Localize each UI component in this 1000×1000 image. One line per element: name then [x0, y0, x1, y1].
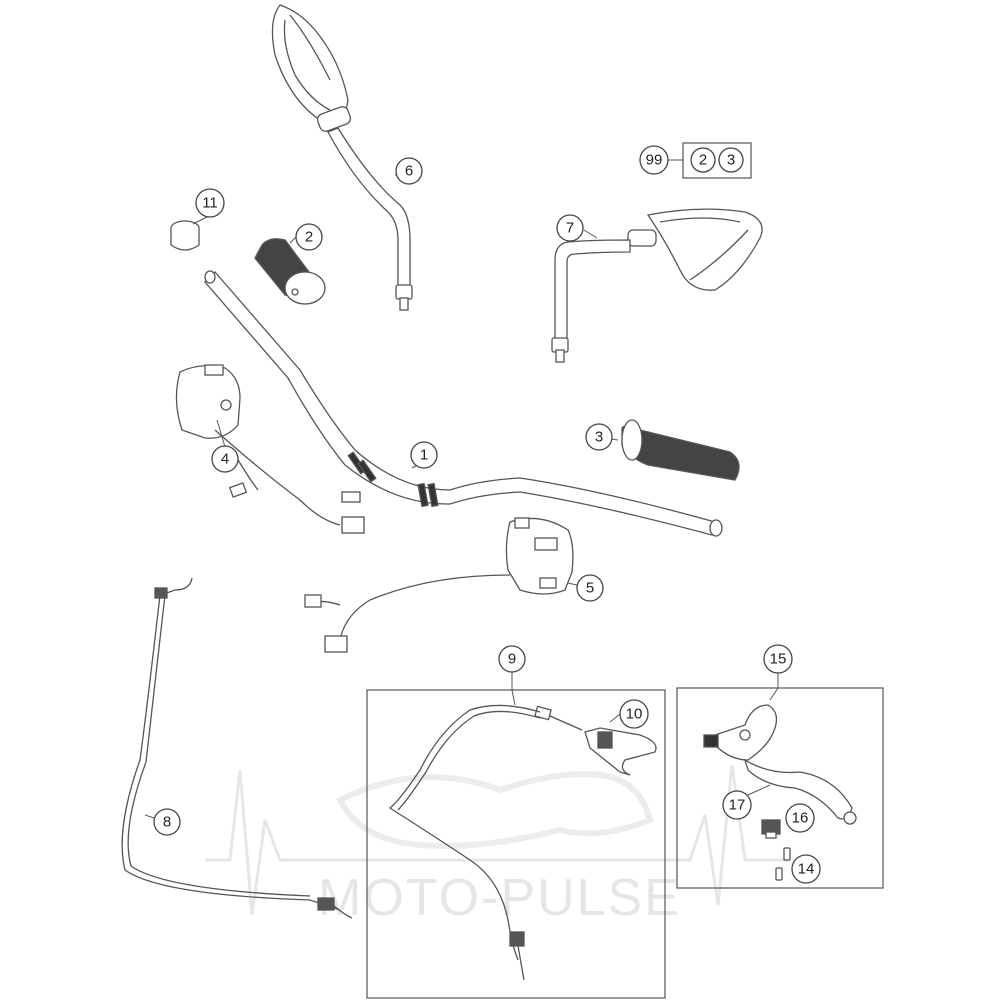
- callout-7: 7: [556, 214, 584, 242]
- callout-9: 9: [498, 645, 526, 673]
- callout-label-14: 14: [798, 861, 815, 878]
- part-grip-right: [621, 419, 740, 481]
- callout-label-5: 5: [586, 580, 594, 597]
- callout-14: 14: [791, 854, 821, 884]
- callout-label-2: 2: [305, 229, 313, 246]
- callout-8: 8: [153, 808, 181, 836]
- callout-4: 4: [211, 445, 239, 473]
- part-throttle-cable: [388, 704, 583, 981]
- part-handlebar: [204, 270, 723, 537]
- part-bushing: [170, 220, 200, 251]
- part-mirror-left: [271, 4, 413, 311]
- callout-99: 99: [639, 145, 669, 175]
- callout-3: 3: [585, 423, 613, 451]
- callout-label-8: 8: [163, 814, 171, 831]
- watermark-bike-silhouette: [335, 771, 654, 849]
- kit-callout-3: 3: [718, 147, 744, 173]
- callout-11: 11: [195, 188, 225, 218]
- callout-label-1: 1: [420, 447, 428, 464]
- callout-17: 17: [722, 790, 752, 820]
- callout-label-15: 15: [770, 651, 787, 668]
- box-lever-group: [676, 687, 884, 889]
- callout-1: 1: [410, 441, 438, 469]
- callout-5: 5: [576, 574, 604, 602]
- callouts: 1 2 3 4 5 6 7 8 9 10 11 14 15 16 17 99 2…: [153, 145, 821, 884]
- box-throttle-group: [366, 689, 666, 999]
- callout-label-10: 10: [626, 706, 643, 723]
- callout-label-17: 17: [729, 797, 746, 814]
- part-switch-right: [304, 517, 574, 653]
- part-screws: [775, 847, 791, 881]
- part-cable-left: [121, 577, 353, 919]
- part-brake-switch: [761, 819, 781, 839]
- watermark: MOTO-PULSE: [205, 764, 790, 927]
- kit-label-3: 3: [727, 152, 735, 169]
- part-cable-fitting: [584, 727, 657, 776]
- kit-callout-2: 2: [690, 147, 716, 173]
- kit-label-2: 2: [699, 152, 707, 169]
- callout-16: 16: [785, 803, 815, 833]
- kit-box: [682, 142, 752, 179]
- callout-label-3: 3: [595, 429, 603, 446]
- part-switch-left: [175, 364, 365, 534]
- callout-label-11: 11: [202, 195, 218, 212]
- part-grip-left: [254, 238, 326, 305]
- callout-10: 10: [619, 699, 649, 729]
- callout-label-6: 6: [405, 163, 413, 180]
- callout-label-99: 99: [646, 152, 663, 169]
- callout-label-7: 7: [566, 220, 574, 237]
- callout-label-16: 16: [792, 810, 809, 827]
- part-mirror-right: [551, 208, 763, 363]
- callout-label-9: 9: [508, 651, 516, 668]
- callout-6: 6: [395, 157, 423, 185]
- callout-label-4: 4: [221, 451, 229, 468]
- callout-15: 15: [763, 644, 793, 674]
- watermark-heartbeat-line: [205, 764, 790, 916]
- part-lever-assembly: [703, 704, 857, 825]
- callout-2: 2: [295, 223, 323, 251]
- watermark-text: MOTO-PULSE: [318, 869, 681, 927]
